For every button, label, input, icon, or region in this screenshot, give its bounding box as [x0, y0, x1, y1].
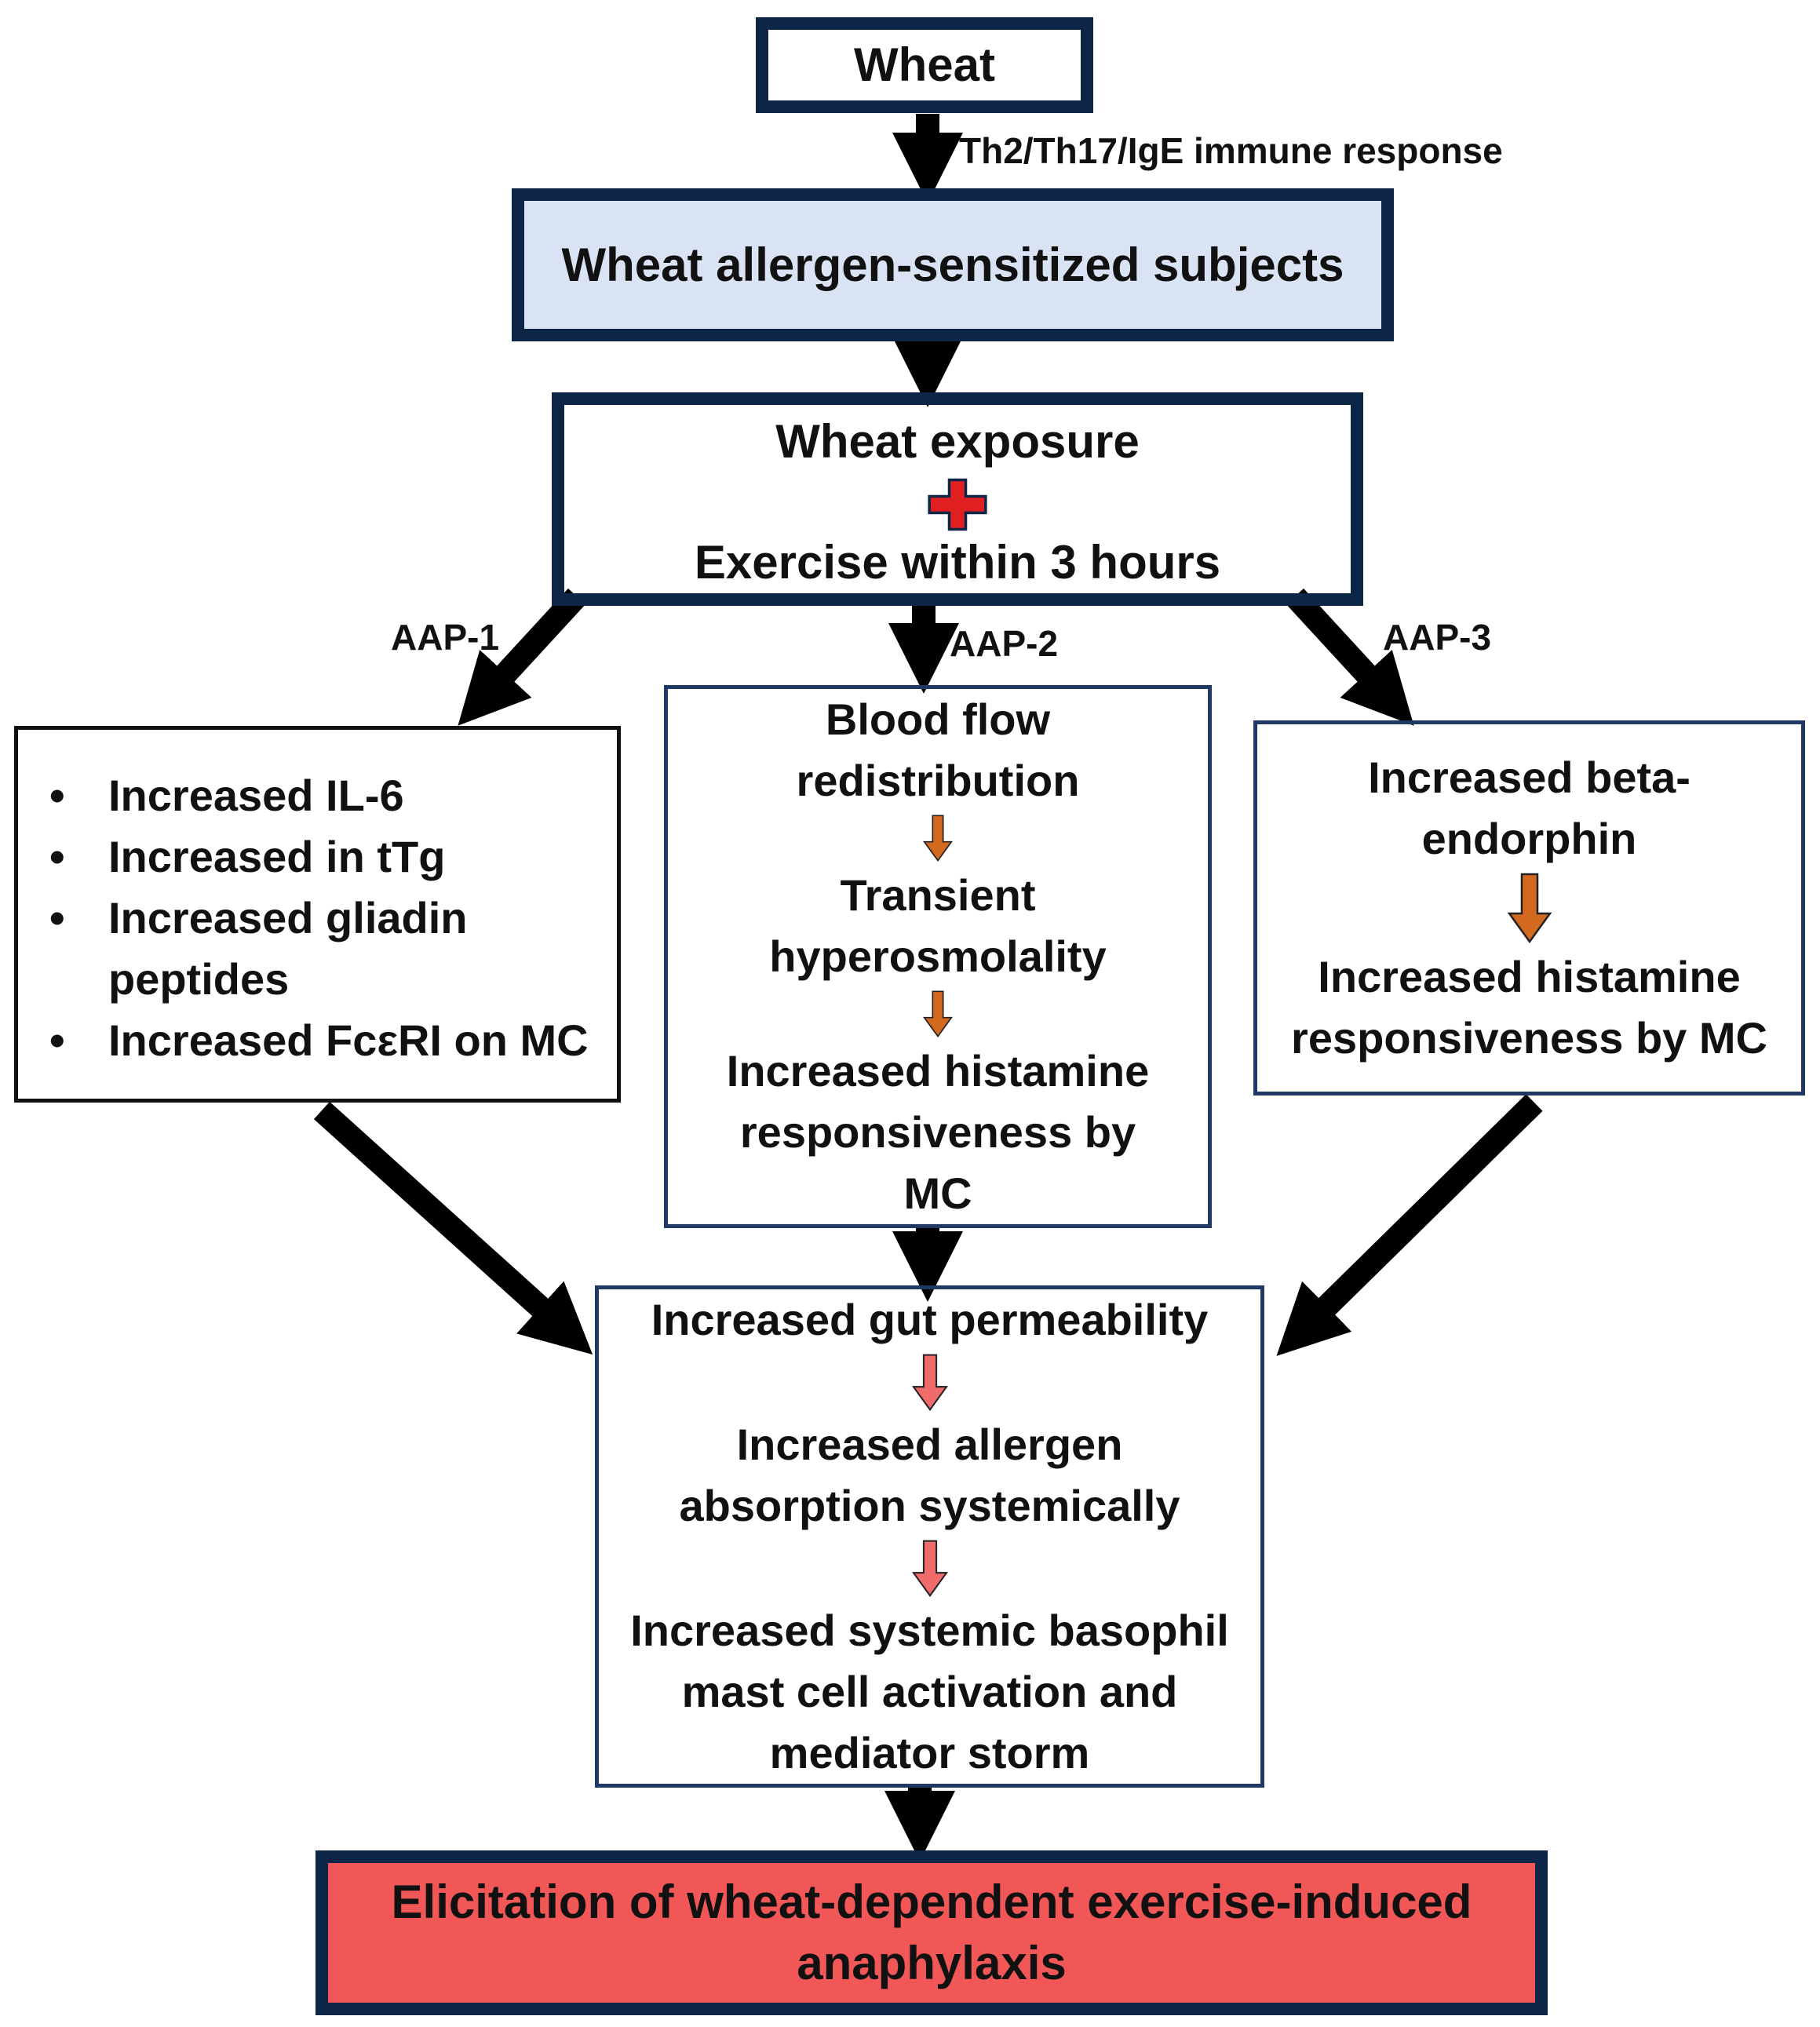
- arrow-aap3: [1286, 588, 1414, 726]
- arrow-aap1: [458, 588, 586, 726]
- orange-down-arrow-icon: [1507, 873, 1552, 943]
- aap2-step1: Blood flow redistribution: [796, 695, 1080, 805]
- gut-box: Increased gut permeability Increased all…: [595, 1285, 1264, 1788]
- red-plus-icon: [928, 478, 987, 531]
- exposure-line1: Wheat exposure: [775, 415, 1140, 468]
- aap1-label: AAP-1: [391, 617, 500, 658]
- aap1-list: Increased IL-6 Increased in tTg Increase…: [49, 765, 589, 1071]
- gut-step3: Increased systemic basophil mast cell ac…: [630, 1606, 1229, 1777]
- aap1-item: Increased gliadin peptides: [49, 888, 477, 1010]
- aap3-step1: Increased beta-endorphin: [1368, 753, 1691, 863]
- aap1-item: Increased FcεRI on MC: [49, 1010, 589, 1071]
- orange-down-arrow-icon: [923, 990, 953, 1037]
- red-down-arrow-icon: [911, 1354, 948, 1411]
- wheat-title: Wheat: [854, 38, 995, 91]
- aap3-box: Increased beta-endorphin Increased hista…: [1253, 720, 1805, 1096]
- aap1-box: Increased IL-6 Increased in tTg Increase…: [14, 726, 621, 1103]
- final-box: Elicitation of wheat-dependent exercise-…: [315, 1850, 1548, 2015]
- aap2-label: AAP-2: [950, 623, 1059, 664]
- red-down-arrow-icon: [911, 1540, 948, 1597]
- sensitized-title: Wheat allergen-sensitized subjects: [561, 238, 1344, 291]
- orange-down-arrow-icon: [923, 815, 953, 862]
- aap3-label: AAP-3: [1383, 617, 1492, 658]
- wheat-box: Wheat: [756, 17, 1093, 113]
- aap3-step2: Increased histamine responsiveness by MC: [1291, 952, 1767, 1063]
- sensitized-box: Wheat allergen-sensitized subjects: [512, 188, 1394, 341]
- aap2-box: Blood flow redistribution Transient hype…: [664, 685, 1212, 1228]
- gut-step2: Increased allergen absorption systemical…: [679, 1420, 1180, 1530]
- final-title: Elicitation of wheat-dependent exercise-…: [391, 1876, 1472, 1989]
- gut-step1: Increased gut permeability: [651, 1295, 1209, 1344]
- exposure-box: Wheat exposure Exercise within 3 hours: [552, 392, 1363, 606]
- arrow-aap1-to-gut: [313, 1101, 593, 1355]
- immune-response-label: Th2/Th17/IgE immune response: [959, 130, 1503, 171]
- aap2-step2: Transient hyperosmolality: [769, 870, 1107, 981]
- aap1-item: Increased in tTg: [49, 826, 589, 888]
- aap1-item: Increased IL-6: [49, 765, 589, 826]
- aap2-step3: Increased histamine responsiveness by MC: [726, 1046, 1150, 1218]
- exposure-line2: Exercise within 3 hours: [694, 536, 1221, 589]
- arrow-aap3-to-gut: [1276, 1094, 1543, 1356]
